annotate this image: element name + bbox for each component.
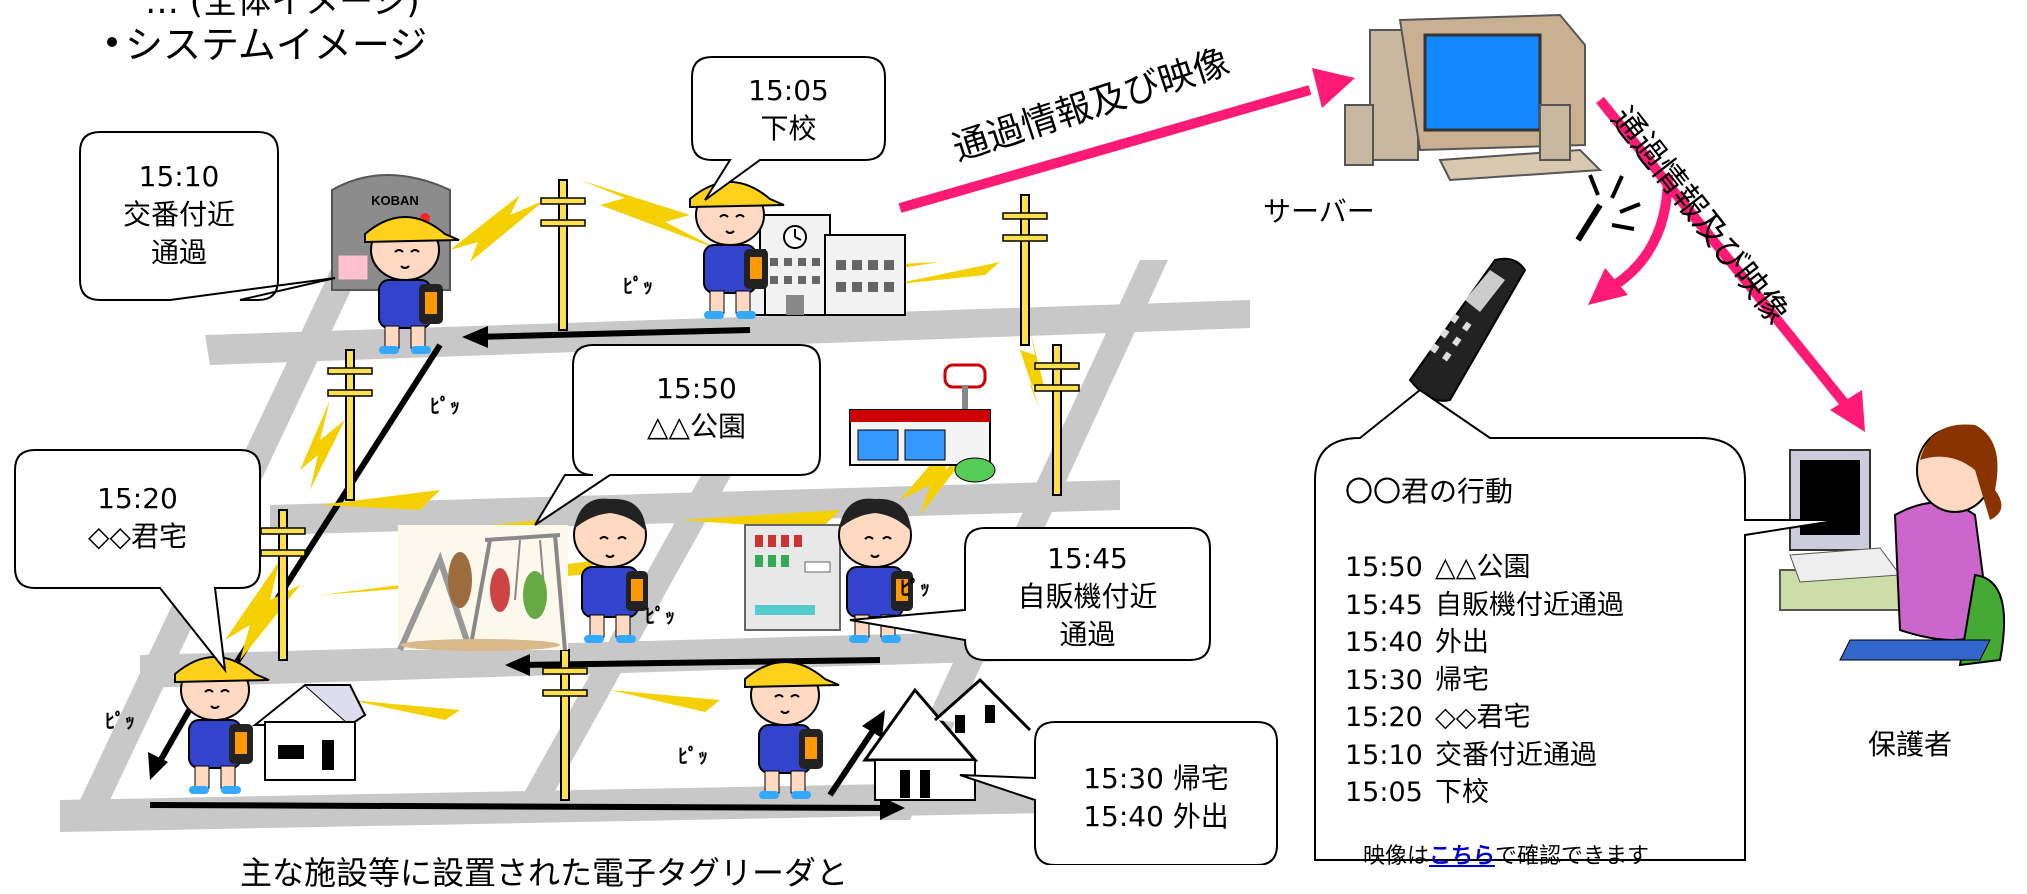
bubble-park-place: △△公園 [646, 410, 747, 443]
bubble-school-text: 15:05 下校 [692, 72, 885, 148]
bubble-vending-place: 自販機付近 [1017, 580, 1158, 613]
bubble-school-time: 15:05 [748, 74, 829, 107]
bubble-koban [79, 131, 336, 301]
scene: KOBAN [14, 13, 2006, 865]
bubble-friend-time: 15:20 [97, 482, 178, 515]
pip-label: ﾋﾟｯ [105, 709, 135, 733]
pip-label: ﾋﾟｯ [645, 604, 675, 628]
guardian-at-computer-icon [1779, 424, 2006, 667]
report-title: 〇〇君の行動 [1345, 475, 1514, 508]
vending-machine [744, 524, 841, 631]
bubble-school-place: 下校 [760, 112, 817, 145]
page-title: システムイメージ [125, 23, 428, 67]
report-entry: 15:20 ◇◇君宅 [1345, 695, 1531, 734]
data-flow-arrows [898, 68, 1865, 432]
report-entry: 15:10 交番付近通過 [1345, 733, 1597, 772]
speech-bubbles [14, 56, 1278, 865]
report-entry-place: 自販機付近通過 [1435, 589, 1624, 621]
report-entry: 15:40 外出 [1345, 620, 1489, 659]
report-entry-place: 交番付近通過 [1435, 739, 1597, 771]
server-label: サーバー [1263, 195, 1375, 228]
koban-sign: KOBAN [371, 193, 419, 208]
report-entry: 15:30 帰宅 [1345, 658, 1489, 697]
video-note: 映像はこちらで確認できます [1363, 838, 1649, 870]
report-entry: 15:50 △△公園 [1345, 545, 1531, 584]
bubble-koban-time: 15:10 [138, 160, 220, 193]
pip-label: ﾋﾟｯ [678, 744, 708, 768]
bubble-friend-text: 15:20 ◇◇君宅 [15, 480, 260, 556]
bubble-friend-place: ◇◇君宅 [87, 520, 188, 553]
bubble-koban-text: 15:10 交番付近 通過 [80, 158, 278, 272]
partial-header-text: … (全体イメージ) [145, 0, 420, 22]
bubble-koban-place: 交番付近 [122, 198, 235, 231]
bubble-school [691, 56, 886, 201]
pip-label: ﾋﾟｯ [900, 576, 930, 600]
school-building [744, 214, 906, 316]
report-entry-time: 15:45 [1345, 589, 1423, 621]
bubble-vending-action: 通過 [1059, 618, 1116, 651]
report-entry-time: 15:30 [1345, 664, 1423, 696]
bubble-vending-time: 15:45 [1047, 542, 1128, 575]
report-entry-time: 15:50 [1345, 552, 1423, 583]
home-house [862, 677, 1032, 801]
bubble-park-text: 15:50 △△公園 [573, 370, 820, 446]
footer-caption: 主な施設等に設置された電子タグリーダと [240, 854, 849, 892]
server-computer-icon [1344, 13, 1603, 182]
report-entry-place: 帰宅 [1435, 664, 1489, 696]
bubble-vending [849, 527, 1211, 661]
report-entry-time: 15:10 [1345, 739, 1423, 771]
bubble-park [534, 344, 821, 526]
report-entry-place: ◇◇君宅 [1435, 702, 1531, 733]
bubble-home-line2: 15:40 外出 [1083, 800, 1229, 833]
bubble-friend-house [14, 449, 261, 674]
bubble-park-time: 15:50 [656, 372, 737, 405]
pip-label: ﾋﾟｯ [623, 274, 653, 298]
bubble-vending-text: 15:45 自販機付近 通過 [965, 540, 1210, 654]
report-bubble [1314, 388, 1841, 861]
report-entry-time: 15:40 [1345, 627, 1423, 658]
bubble-home-text: 15:30 帰宅 15:40 外出 [1035, 760, 1277, 836]
report-entry-time: 15:05 [1345, 777, 1423, 808]
bubble-home-line1: 15:30 帰宅 [1083, 762, 1229, 795]
report-entry-place: △△公園 [1435, 552, 1531, 583]
report-entry: 15:45 自販機付近通過 [1345, 583, 1624, 622]
report-entry-time: 15:20 [1345, 702, 1423, 733]
video-note-prefix: 映像は [1363, 844, 1430, 869]
playground [397, 525, 568, 652]
video-note-suffix: で確認できます [1495, 844, 1650, 869]
convenience-store [849, 363, 996, 483]
video-link[interactable]: こちら [1429, 844, 1496, 869]
bubble-koban-action: 通過 [150, 236, 207, 269]
route-arrows [148, 326, 905, 820]
report-entry: 15:05 下校 [1345, 770, 1489, 809]
report-entry-place: 外出 [1435, 627, 1489, 658]
guardian-label: 保護者 [1868, 728, 1953, 761]
friend-house [252, 683, 367, 781]
title-bullet [107, 37, 117, 47]
report-entry-place: 下校 [1435, 777, 1489, 808]
pip-label: ﾋﾟｯ [430, 394, 460, 418]
